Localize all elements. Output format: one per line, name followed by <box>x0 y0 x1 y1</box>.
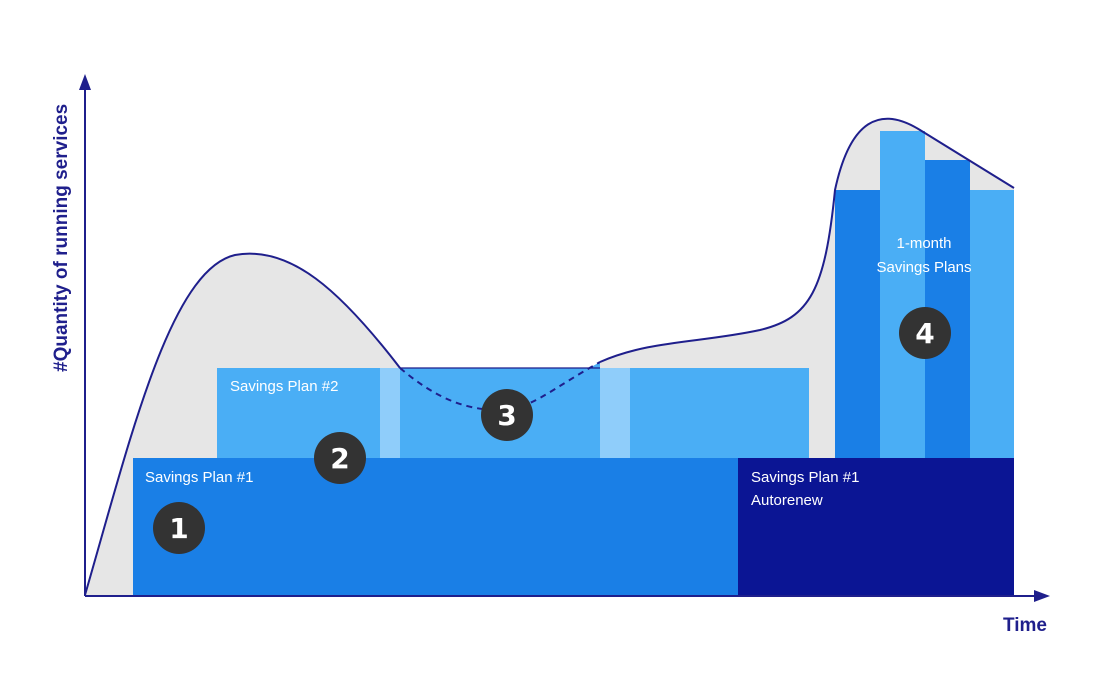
savings-plan-1-autorenew-label-2: Autorenew <box>751 492 823 509</box>
monthly-plan-bar-4 <box>970 190 1014 458</box>
monthly-plan-bar-2 <box>880 131 925 458</box>
savings-plan-2-label: Savings Plan #2 <box>230 378 338 395</box>
monthly-plans-label-2: Savings Plans <box>876 259 971 276</box>
savings-plan-1-autorenew-label-1: Savings Plan #1 <box>751 469 859 486</box>
savings-plan-1-label: Savings Plan #1 <box>145 469 253 486</box>
monthly-plans-label-1: 1-month <box>896 235 951 252</box>
usage-curve-right <box>599 117 1015 363</box>
badge-2: 2 <box>314 432 366 484</box>
usage-curve-left <box>84 252 401 596</box>
badge-4: 4 <box>899 307 951 359</box>
svg-text:3: 3 <box>497 399 516 432</box>
x-axis-title: Time <box>1003 615 1047 636</box>
savings-plan-1-autorenew-block <box>738 458 1014 596</box>
y-axis-title: #Quantity of running services <box>51 104 72 372</box>
monthly-plan-bar-1 <box>835 190 880 458</box>
svg-text:2: 2 <box>330 442 349 475</box>
svg-text:1: 1 <box>169 512 188 545</box>
y-axis-arrow-icon <box>79 74 91 90</box>
savings-plan-1-block <box>133 458 738 596</box>
badge-1: 1 <box>153 502 205 554</box>
badge-3: 3 <box>481 389 533 441</box>
x-axis-arrow-icon <box>1034 590 1050 602</box>
svg-text:4: 4 <box>915 317 934 350</box>
